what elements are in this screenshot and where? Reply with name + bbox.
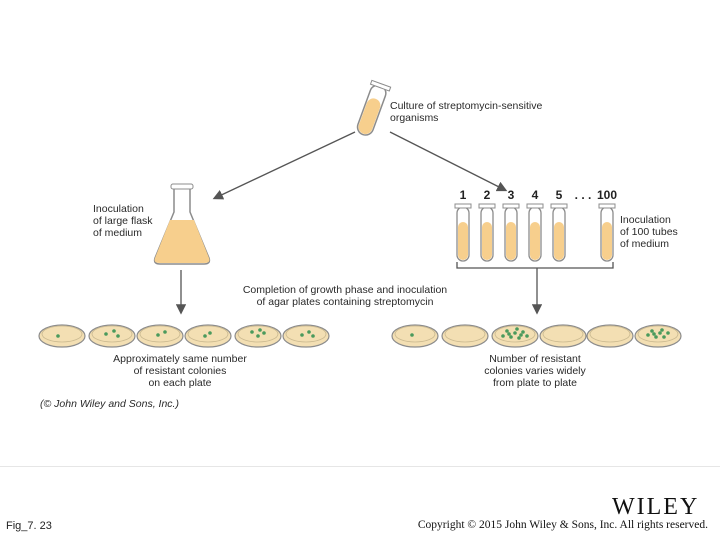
resistant-colony	[515, 327, 519, 331]
tube-rack	[454, 203, 616, 262]
resistant-colony	[256, 334, 260, 338]
resistant-colony	[501, 334, 505, 338]
resistant-colony	[112, 329, 116, 333]
resistant-colony	[525, 334, 529, 338]
copyright-text: Copyright © 2015 John Wiley & Sons, Inc.…	[417, 519, 708, 531]
tube-number-100: 100	[596, 188, 618, 202]
tube-bracket	[456, 262, 614, 269]
resistant-colony	[507, 332, 511, 336]
right-agar-plate-4	[539, 324, 587, 348]
footer-divider	[0, 466, 720, 467]
culture-label: Culture of streptomycin-sensitive organi…	[390, 100, 543, 124]
resistant-colony	[410, 333, 414, 337]
culture-tube-2	[478, 203, 496, 262]
tube-number-3: 3	[507, 188, 515, 202]
wiley-logo: WILEY	[612, 494, 700, 520]
resistant-colony	[666, 331, 670, 335]
completion-label: Completion of growth phase and inoculati…	[242, 284, 448, 308]
arrow-to-tubes	[389, 131, 508, 192]
resistant-colony	[519, 333, 523, 337]
resistant-colony	[250, 330, 254, 334]
resistant-colony	[660, 328, 664, 332]
resistant-colony	[300, 333, 304, 337]
culture-tube	[356, 79, 392, 136]
resistant-colony	[104, 332, 108, 336]
left-agar-plate-2	[88, 324, 136, 348]
left-agar-plate-1	[38, 324, 86, 348]
tube-number-4: 4	[531, 188, 539, 202]
right-agar-plate-1	[391, 324, 439, 348]
right-agar-plate-3	[491, 324, 539, 348]
culture-tube-3	[502, 203, 520, 262]
resistant-colony	[517, 336, 521, 340]
resistant-colony	[662, 335, 666, 339]
resistant-colony	[258, 328, 262, 332]
figure-label: Fig_7. 23	[6, 520, 52, 532]
right-agar-plate-6	[634, 324, 682, 348]
tube-number-ellipsis: . . .	[574, 188, 592, 202]
resistant-colony	[654, 335, 658, 339]
resistant-colony	[509, 335, 513, 339]
right-agar-plate-5	[586, 324, 634, 348]
right-agar-plate-2	[441, 324, 489, 348]
large-flask	[153, 183, 211, 265]
resistant-colony	[505, 329, 509, 333]
resistant-colony	[208, 331, 212, 335]
left-agar-plate-5	[234, 324, 282, 348]
culture-tube-6	[598, 203, 616, 262]
resistant-colony	[652, 332, 656, 336]
left-agar-plate-3	[136, 324, 184, 348]
resistant-colony	[646, 333, 650, 337]
credit-label: (© John Wiley and Sons, Inc.)	[40, 398, 179, 410]
tube-number-5: 5	[555, 188, 563, 202]
culture-tube-5	[550, 203, 568, 262]
flask-inoculation-label: Inoculation of large flask of medium	[93, 203, 153, 239]
right-result-label: Number of resistant colonies varies wide…	[484, 353, 586, 389]
tube-number-1: 1	[459, 188, 467, 202]
resistant-colony	[513, 331, 517, 335]
resistant-colony	[156, 333, 160, 337]
left-agar-plate-4	[184, 324, 232, 348]
resistant-colony	[521, 330, 525, 334]
resistant-colony	[650, 329, 654, 333]
left-agar-plate-6	[282, 324, 330, 348]
culture-tube-4	[526, 203, 544, 262]
resistant-colony	[116, 334, 120, 338]
resistant-colony	[311, 334, 315, 338]
resistant-colony	[56, 334, 60, 338]
arrow-to-flask	[212, 131, 356, 200]
left-result-label: Approximately same number of resistant c…	[113, 353, 247, 389]
resistant-colony	[203, 334, 207, 338]
culture-tube-1	[454, 203, 472, 262]
agar-plates	[38, 324, 682, 348]
resistant-colony	[658, 331, 662, 335]
resistant-colony	[307, 330, 311, 334]
resistant-colony	[163, 330, 167, 334]
tube-number-2: 2	[483, 188, 491, 202]
tubes-inoculation-label: Inoculation of 100 tubes of medium	[620, 214, 678, 250]
resistant-colony	[262, 331, 266, 335]
